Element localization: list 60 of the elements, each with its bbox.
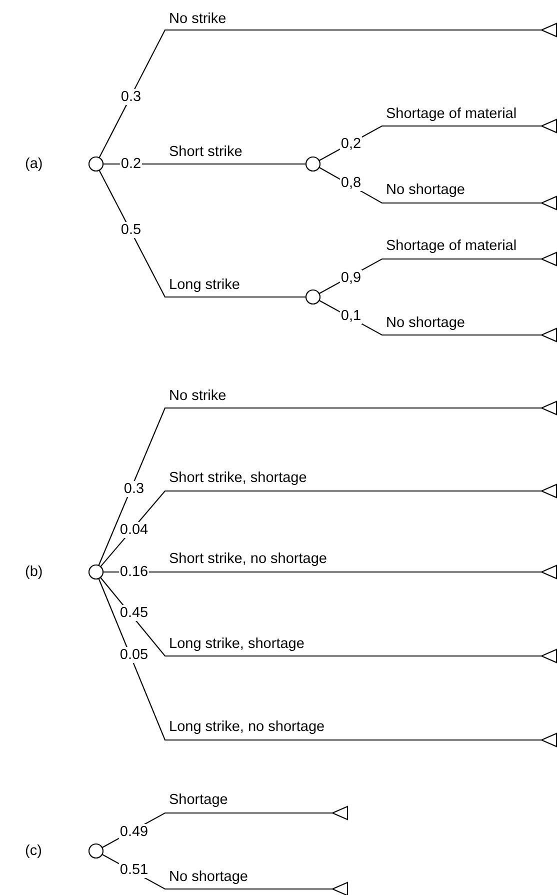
probability-label: 0.05 [118, 647, 150, 663]
end-node-triangle [541, 196, 557, 210]
branch-line [100, 577, 541, 657]
branch-label: Shortage [169, 792, 228, 808]
panel-label: (a) [25, 156, 43, 172]
end-node-triangle [541, 252, 557, 266]
end-node-triangle [541, 401, 557, 415]
probability-label: 0,1 [340, 308, 362, 324]
branch-line [318, 166, 541, 204]
probability-label: 0.51 [118, 862, 150, 878]
branch-label: Short strike [169, 144, 242, 160]
probability-label: 0,8 [340, 175, 362, 191]
panel-label: (c) [25, 843, 42, 859]
branch-label: No shortage [386, 315, 465, 331]
branch-line [98, 29, 541, 158]
branch-label: Short strike, no shortage [169, 551, 327, 567]
probability-label: 0.45 [118, 605, 150, 621]
probability-label: 0,2 [340, 136, 362, 152]
end-node-triangle [541, 484, 557, 498]
branch-label: No strike [169, 11, 226, 27]
branch-label: No shortage [169, 869, 248, 885]
probability-label: 0.49 [118, 824, 150, 840]
branch-line [102, 854, 332, 890]
end-node-triangle [541, 119, 557, 133]
branch-line [102, 812, 332, 848]
branch-label: Long strike, no shortage [169, 719, 325, 735]
end-node-triangle [541, 649, 557, 663]
end-node-triangle [541, 733, 557, 747]
branch-line [318, 125, 541, 162]
branch-line [318, 300, 541, 336]
chance-node-circle [305, 289, 321, 305]
end-node-triangle [541, 565, 557, 579]
branch-line [103, 571, 541, 573]
end-node-triangle [332, 806, 348, 820]
end-node-triangle [332, 882, 348, 895]
end-node-triangle [541, 23, 557, 37]
branch-label: Shortage of material [386, 238, 517, 254]
branch-label: Short strike, shortage [169, 470, 307, 486]
probability-label: 0.3 [122, 481, 146, 497]
probability-label: 0.04 [118, 522, 150, 538]
branch-line [103, 163, 306, 165]
probability-label: 0,9 [340, 270, 362, 286]
branch-label: No shortage [386, 182, 465, 198]
probability-label: 0.5 [120, 222, 142, 238]
branch-line [98, 407, 541, 566]
branch-label: Long strike [169, 277, 240, 293]
branch-label: No strike [169, 388, 226, 404]
branch-label: Long strike, shortage [169, 636, 304, 652]
chance-node-circle [305, 156, 321, 172]
branch-line [98, 170, 306, 298]
end-node-triangle [541, 328, 557, 342]
branch-line [100, 490, 541, 568]
chance-node-circle [88, 156, 104, 172]
branch-line [98, 578, 541, 741]
chance-node-circle [88, 564, 104, 580]
branch-line [318, 258, 541, 294]
panel-label: (b) [25, 564, 43, 580]
probability-label: 0.3 [120, 89, 142, 105]
branch-label: Shortage of material [386, 106, 517, 122]
chance-node-circle [88, 843, 104, 859]
